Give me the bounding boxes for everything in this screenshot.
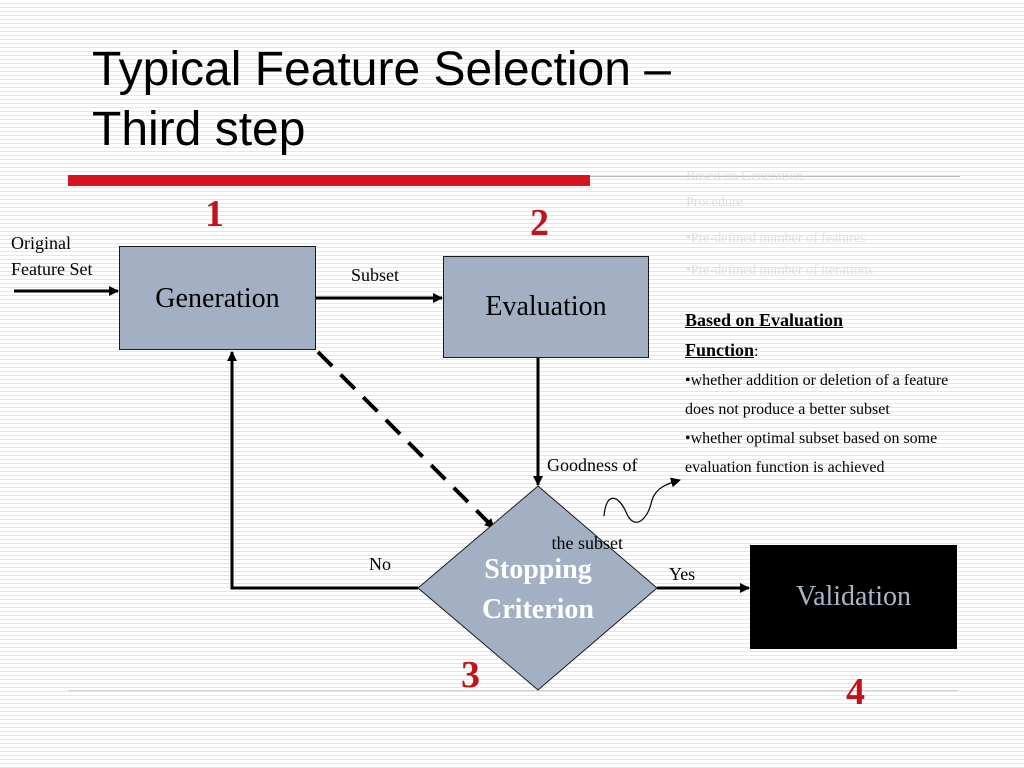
step-number-3: 3 [461,654,480,696]
title-line-2: Third step [92,103,306,156]
evaluation-box: Evaluation [443,256,649,358]
yes-label: Yes [669,564,696,584]
generation-label: Generation [155,283,280,314]
title-underline-red [68,175,590,186]
ghost-note-1: Based on Generation [686,169,804,184]
validation-label: Validation [795,581,912,612]
note-heading-line-2: Function [685,340,755,360]
original-label-line-2: Feature Set [11,259,93,279]
stopping-criterion-line-1: Stopping [484,554,592,585]
title-underline-thin [590,176,960,177]
no-label: No [369,554,391,574]
goodness-label-line-2: the subset [547,533,624,553]
arrow-generation-to-stopping-dashed [316,350,496,530]
validation-box: Validation [750,545,957,649]
step-number-4: 4 [846,671,865,713]
slide-title: Typical Feature Selection – Third step [92,40,892,160]
note-bullet-2: •whether optimal subset based on some ev… [685,430,938,476]
step-number-1: 1 [205,193,224,235]
subset-label: Subset [351,265,400,285]
callout-squiggle [603,477,681,523]
ghost-note-4: •Pre-defined number of iterations [686,263,874,278]
goodness-label: Goodness of the subset [547,400,638,582]
evaluation-function-note: Based on Evaluation Function: •whether a… [685,306,975,482]
note-bullet-1: •whether addition or deletion of a featu… [685,372,949,418]
note-heading-line-1: Based on Evaluation [685,310,844,330]
arrow-stopping-to-generation-loop [227,351,418,590]
note-heading-suffix: : [754,343,759,360]
footer-divider [68,690,958,691]
original-label-line-1: Original [11,233,71,253]
stopping-criterion-line-2: Criterion [482,594,594,625]
original-feature-set-label: Original Feature Set [11,230,92,282]
step-number-2: 2 [530,202,549,244]
generation-box: Generation [119,246,316,350]
ghost-note-2: Procedure [686,195,743,210]
stopping-criterion-diamond [417,485,658,691]
ghost-note-3: •Pre-defined number of features [686,231,866,246]
goodness-label-line-1: Goodness of [547,455,638,475]
title-line-1: Typical Feature Selection – [92,43,671,96]
evaluation-label: Evaluation [485,291,607,322]
note-heading: Based on Evaluation Function: [685,306,975,366]
stopping-criterion-label: Stopping Criterion [458,550,618,630]
